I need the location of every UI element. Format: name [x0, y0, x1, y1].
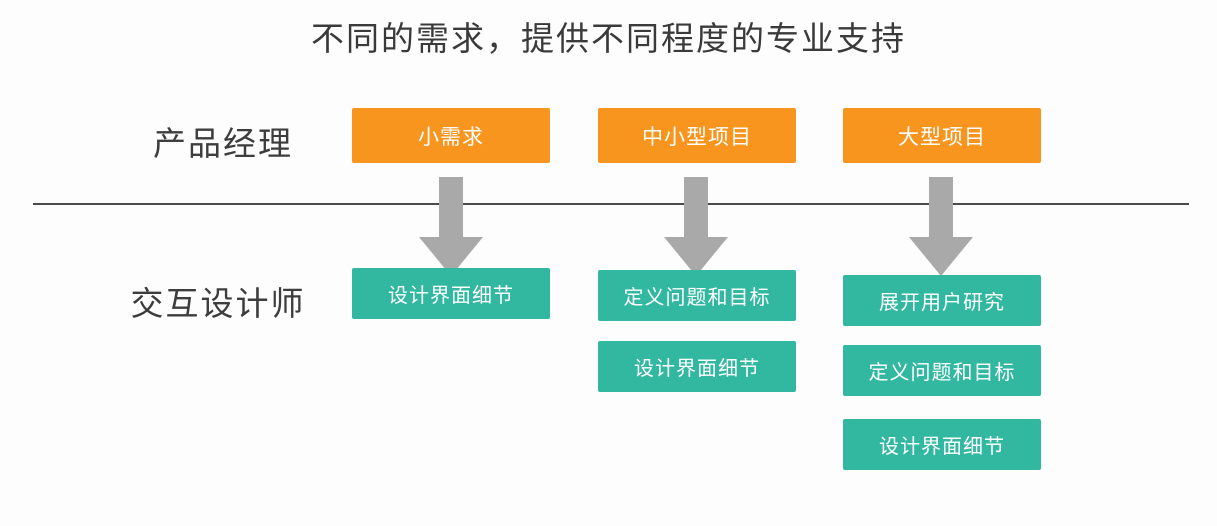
row-label-product-manager: 产品经理	[153, 125, 293, 162]
demand-box-small-requirement: 小需求	[352, 108, 550, 163]
arrow-head	[909, 237, 973, 276]
task-box-define-problems-goals: 定义问题和目标	[843, 345, 1041, 396]
task-box-design-ui-details: 设计界面细节	[352, 268, 550, 319]
down-arrow-icon	[664, 177, 728, 276]
role-divider-line	[33, 203, 1189, 205]
down-arrow-icon	[419, 177, 483, 276]
arrow-shaft	[684, 177, 708, 238]
arrow-shaft	[929, 177, 953, 238]
demand-box-large-project: 大型项目	[843, 108, 1041, 163]
task-box-design-ui-details: 设计界面细节	[843, 419, 1041, 470]
arrow-shaft	[439, 177, 463, 238]
task-box-user-research: 展开用户研究	[843, 275, 1041, 326]
diagram-title: 不同的需求，提供不同程度的专业支持	[311, 20, 906, 57]
row-label-interaction-designer: 交互设计师	[130, 285, 306, 322]
down-arrow-icon	[909, 177, 973, 276]
arrow-head	[664, 237, 728, 276]
task-box-design-ui-details: 设计界面细节	[598, 341, 796, 392]
demand-box-small-medium-project: 中小型项目	[598, 108, 796, 163]
task-box-define-problems-goals: 定义问题和目标	[598, 270, 796, 321]
